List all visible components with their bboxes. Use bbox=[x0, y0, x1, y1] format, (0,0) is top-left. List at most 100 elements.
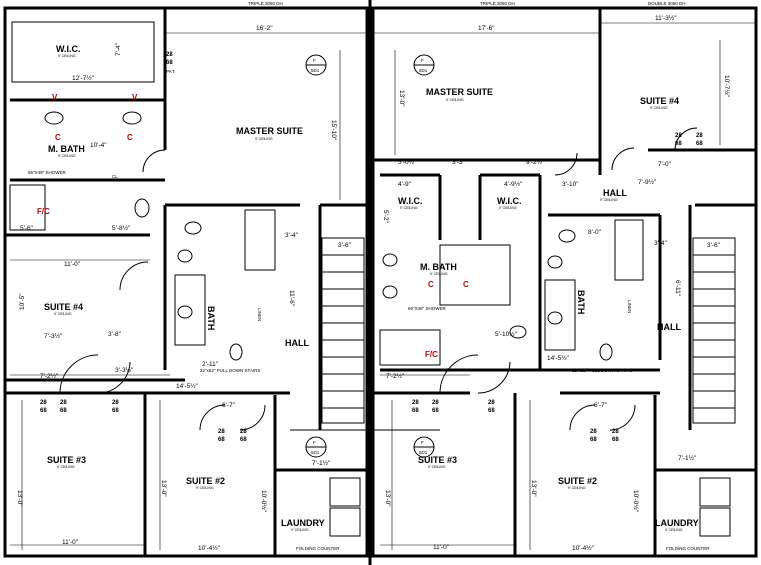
section-callout-4: F 5D1 bbox=[413, 436, 435, 458]
window-note-mid: TRIPLE 3050 DH bbox=[480, 1, 515, 6]
svg-text:68: 68 bbox=[612, 437, 619, 443]
window-note-left: TRIPLE 3050 DH bbox=[248, 1, 283, 6]
folding-counter-right: FOLDING COUNTER bbox=[666, 546, 710, 551]
dim-text: 7'-1½" bbox=[312, 459, 331, 467]
svg-text:5D1: 5D1 bbox=[311, 450, 320, 455]
svg-text:68: 68 bbox=[40, 408, 47, 414]
stair-right bbox=[692, 237, 736, 424]
ceiling-note: 9' CEILING bbox=[291, 528, 309, 532]
dim-text: 13'-0" bbox=[530, 480, 537, 497]
svg-text:68: 68 bbox=[166, 60, 173, 66]
vanity-code: V bbox=[132, 93, 138, 102]
dim-text: 5'-2" bbox=[382, 210, 389, 224]
svg-text:28: 28 bbox=[112, 400, 119, 406]
dim-text: 15'-10" bbox=[330, 120, 337, 141]
room-label-master-right: MASTER SUITE bbox=[426, 87, 493, 97]
dim-text: 3'-3½" bbox=[115, 366, 134, 374]
pull-down-note-right: 22"x52" PULL DOWN STAIRS bbox=[572, 368, 632, 373]
section-callout-1: F 5D1 bbox=[305, 54, 327, 76]
dimension-lines bbox=[10, 22, 756, 550]
ceiling-note: 9' CEILING bbox=[446, 98, 464, 102]
svg-text:F: F bbox=[421, 58, 424, 63]
ceiling-note: 9' CEILING bbox=[665, 528, 683, 532]
dim-text: 3'-6" bbox=[707, 242, 721, 249]
folding-counter-left: FOLDING COUNTER bbox=[296, 546, 340, 551]
ceiling-note: 9' CEILING bbox=[428, 465, 446, 469]
closet-note: CL bbox=[112, 174, 118, 179]
room-label-suite2-right: SUITE #2 bbox=[558, 476, 597, 486]
svg-text:28: 28 bbox=[696, 133, 703, 139]
room-label-master-left: MASTER SUITE bbox=[236, 126, 303, 136]
svg-text:28: 28 bbox=[60, 400, 67, 406]
svg-text:68: 68 bbox=[696, 141, 703, 147]
cabinet-code: C bbox=[463, 280, 469, 289]
ceiling-note: 9' CEILING bbox=[58, 154, 76, 158]
ceiling-note: 9' CEILING bbox=[58, 54, 76, 58]
dim-text: 9'-2½" bbox=[526, 158, 545, 166]
room-label-bath-left: BATH bbox=[206, 306, 216, 330]
dim-text: 10'-0½" bbox=[260, 490, 268, 513]
svg-text:28: 28 bbox=[612, 429, 619, 435]
left-unit-walls bbox=[3, 6, 369, 558]
svg-text:28: 28 bbox=[412, 400, 419, 406]
dim-text: 10'-0½" bbox=[632, 490, 640, 513]
svg-text:68: 68 bbox=[412, 408, 419, 414]
room-label-hall-right-1: HALL bbox=[603, 188, 627, 198]
svg-text:68: 68 bbox=[218, 437, 225, 443]
dim-text: 10'-5" bbox=[19, 293, 26, 310]
dim-text: 16'-2" bbox=[256, 25, 273, 32]
room-label-suite3-right: SUITE #3 bbox=[418, 455, 457, 465]
svg-text:28: 28 bbox=[488, 400, 495, 406]
linen-note-left: LINEN bbox=[257, 308, 262, 321]
svg-text:28: 28 bbox=[432, 400, 439, 406]
dim-text: 3'-3" bbox=[452, 159, 466, 166]
dim-text: 8'-0" bbox=[588, 229, 602, 236]
ceiling-note: 9' CEILING bbox=[430, 272, 448, 276]
vanity-code: V bbox=[52, 93, 58, 102]
shower-note-right: 66"X48" SHOWER bbox=[408, 306, 446, 311]
svg-text:5D1: 5D1 bbox=[419, 68, 428, 73]
room-label-laundry-left: LAUNDRY bbox=[281, 518, 325, 528]
svg-text:68: 68 bbox=[240, 437, 247, 443]
dim-text: 14'-5½" bbox=[176, 382, 199, 390]
dim-text: 6'-7" bbox=[222, 402, 236, 409]
svg-text:28: 28 bbox=[675, 133, 682, 139]
pocket-door-note: PKT. bbox=[166, 69, 176, 74]
ceiling-note: 9' CEILING bbox=[57, 465, 75, 469]
svg-text:28: 28 bbox=[590, 429, 597, 435]
svg-text:28: 28 bbox=[240, 429, 247, 435]
dim-text: 10'-4" bbox=[90, 142, 107, 149]
svg-text:5D1: 5D1 bbox=[311, 68, 320, 73]
dim-text: 6'-11" bbox=[674, 280, 681, 297]
dim-text: 10'-4½" bbox=[198, 544, 221, 552]
svg-text:28: 28 bbox=[166, 52, 173, 58]
dim-text: 13'-0" bbox=[398, 90, 405, 107]
dim-text: 11'-6" bbox=[288, 290, 295, 307]
cabinet-code: C bbox=[428, 280, 434, 289]
window-note-right: DOUBLE 3050 DH bbox=[648, 1, 686, 6]
dim-text: 10'-7½" bbox=[723, 75, 731, 98]
room-label-suite2-left: SUITE #2 bbox=[186, 476, 225, 486]
right-unit-walls bbox=[371, 6, 758, 558]
ceiling-note: 9' CEILING bbox=[255, 137, 273, 141]
ceiling-note: 9' CEILING bbox=[196, 486, 214, 490]
dim-text: 17'-6" bbox=[478, 25, 495, 32]
dim-text: 5'-8½" bbox=[112, 224, 131, 232]
dim-text: 2'-11" bbox=[202, 361, 219, 368]
cabinet-code: C bbox=[55, 133, 61, 142]
dim-text: 6'-7" bbox=[594, 402, 608, 409]
svg-text:28: 28 bbox=[40, 400, 47, 406]
cabinet-code: C bbox=[127, 133, 133, 142]
dim-text: 10'-4½" bbox=[572, 544, 595, 552]
dim-text: 7'-3½" bbox=[44, 332, 63, 340]
room-label-wic-right-2: W.I.C. bbox=[497, 196, 522, 206]
room-label-bath-right: BATH bbox=[576, 290, 586, 314]
room-label-wic-right-1: W.I.C. bbox=[398, 196, 423, 206]
dim-text: 3'-4" bbox=[285, 232, 299, 239]
section-callout-2: F 5D1 bbox=[413, 54, 435, 76]
door-swings bbox=[59, 127, 698, 431]
dim-text: 7'-0" bbox=[658, 161, 672, 168]
dim-text: 7'-4" bbox=[115, 42, 122, 56]
